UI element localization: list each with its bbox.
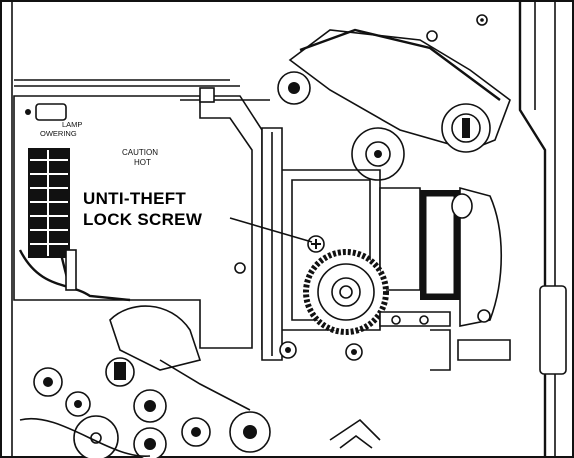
vent-grille xyxy=(28,148,70,258)
lamp-label-line2: OWERING xyxy=(40,129,77,138)
callout: UNTI-THEFT LOCK SCREW xyxy=(83,189,313,243)
callout-leader-line xyxy=(229,217,313,243)
caution-label-line2: HOT xyxy=(134,158,151,167)
upper-arm-assembly xyxy=(180,28,511,181)
callout-line2: LOCK SCREW xyxy=(83,210,203,229)
lower-rollers xyxy=(19,305,381,458)
callout-line1: UNTI-THEFT xyxy=(83,189,186,208)
caution-label-line1: CAUTION xyxy=(122,148,158,157)
lock-screw xyxy=(307,235,325,253)
lamp-label-line1: LAMP xyxy=(62,120,82,129)
bottom-rail xyxy=(379,311,451,371)
focus-knob xyxy=(303,249,389,335)
lamp-house: LAMP OWERING CAUTION HOT xyxy=(13,95,263,350)
lens-barrel xyxy=(379,186,511,361)
